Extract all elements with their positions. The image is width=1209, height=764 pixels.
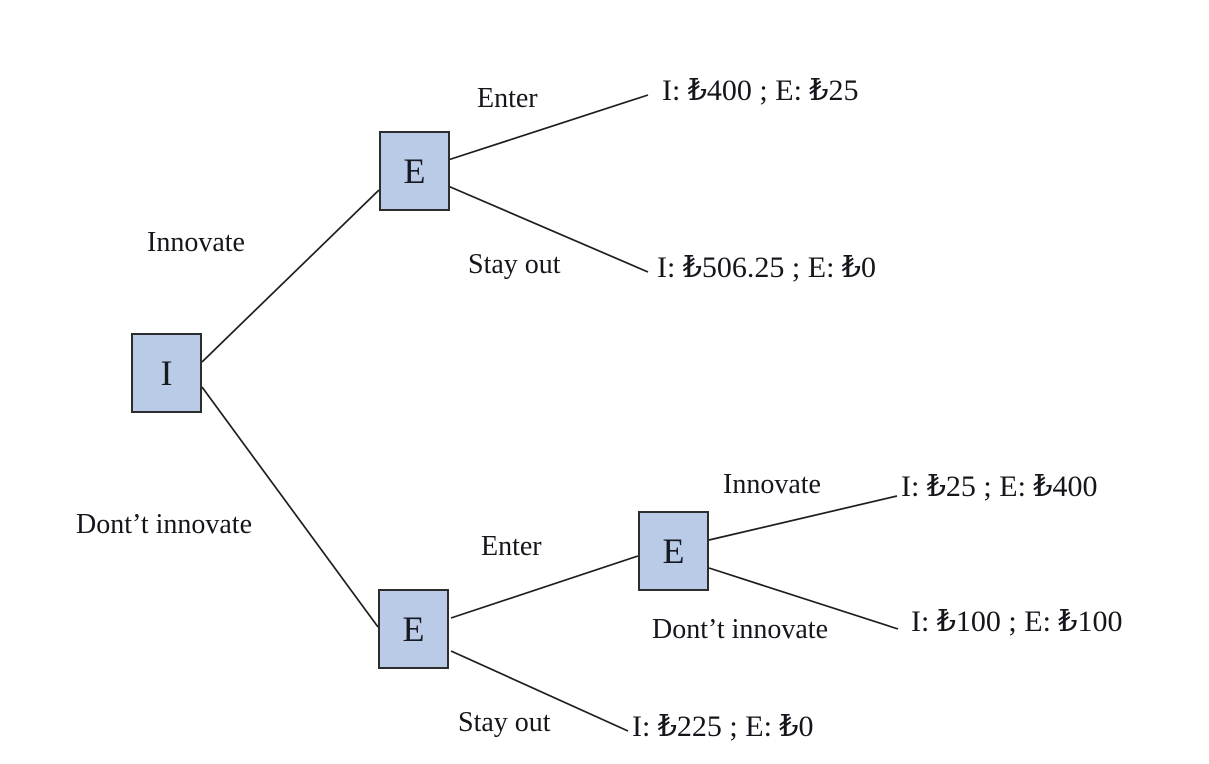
edge-enter-bottom (450, 555, 639, 619)
branch-label-enter-top: Enter (477, 83, 538, 114)
edge-dont-innovate-second (708, 567, 899, 630)
payoff-dont-innovate-stay-out: I: ₺225 ; E: ₺0 (632, 710, 814, 743)
branch-label-dont-innovate-left: Dont’t innovate (76, 509, 253, 540)
node-incumbent-root: I (131, 333, 202, 413)
branch-label-dont-innovate-second: Dont’t innovate (652, 614, 829, 645)
payoff-enter-dont-innovate: I: ₺100 ; E: ₺100 (911, 605, 1123, 638)
edge-innovate-second (708, 495, 898, 541)
payoff-enter-innovate: I: ₺25 ; E: ₺400 (901, 470, 1098, 503)
branch-label-innovate-top: Innovate (147, 227, 245, 258)
branch-label-stay-out-top: Stay out (468, 249, 561, 280)
branch-label-stay-out-bottom: Stay out (458, 707, 551, 738)
edge-innovate-top (201, 189, 380, 363)
edge-stay-out-bottom (450, 650, 629, 732)
node-entrant-top: E (379, 131, 450, 211)
edge-enter-top (447, 94, 649, 161)
payoff-innovate-enter: I: ₺400 ; E: ₺25 (662, 74, 859, 107)
edge-dont-innovate-left (201, 386, 379, 628)
edge-stay-out-top (447, 185, 649, 273)
branch-label-innovate-second: Innovate (723, 469, 821, 500)
branch-label-enter-bottom: Enter (481, 531, 542, 562)
node-entrant-bottom: E (378, 589, 449, 669)
payoff-innovate-stay-out: I: ₺506.25 ; E: ₺0 (657, 251, 876, 284)
node-entrant-second: E (638, 511, 709, 591)
